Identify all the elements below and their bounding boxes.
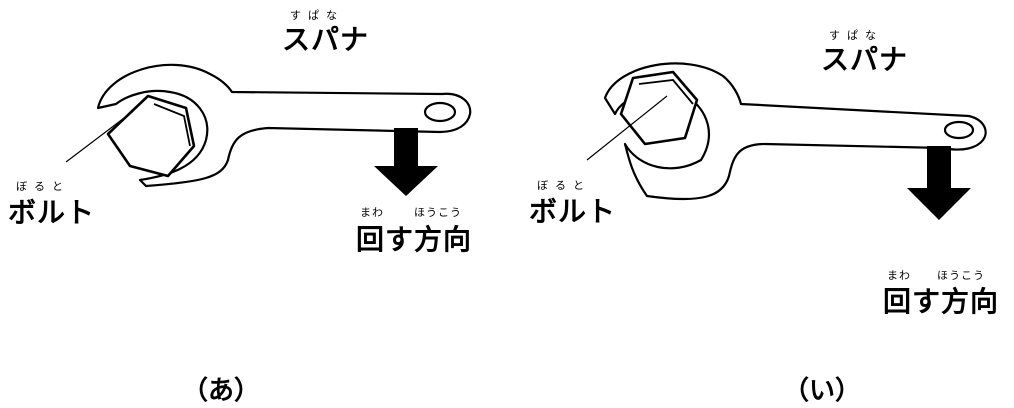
- direction-ruby-houkou: ほうこう: [414, 206, 462, 219]
- spanner-hole: [423, 101, 457, 123]
- spanner-hole: [943, 120, 975, 140]
- direction-label: 回す方向: [883, 285, 1000, 318]
- bolt-leader-line: [65, 111, 133, 163]
- bolt-leader-line: [586, 95, 668, 161]
- direction-label: 回す方向: [356, 223, 473, 256]
- diagram-a: [65, 63, 472, 196]
- bolt-hexagon: [106, 94, 196, 178]
- diagram-i: [586, 62, 987, 220]
- panel-label-i: （い）: [783, 376, 862, 406]
- bolt-label: ボルト: [529, 195, 617, 228]
- spanner-label: スパナ: [282, 23, 370, 56]
- rotation-arrow: [907, 146, 971, 220]
- spanner-outline: [603, 62, 987, 201]
- bolt-ruby: ぼると: [537, 179, 591, 192]
- bolt-ruby: ぼると: [16, 180, 70, 193]
- rotation-arrow: [374, 128, 438, 196]
- panel-label-a: （あ）: [182, 376, 261, 406]
- bolt-hexagon: [619, 70, 699, 146]
- panel-a: すぱな スパナ ぼると ボルト まわ ほうこう 回す方向 （あ）: [8, 9, 473, 406]
- spanner-label: スパナ: [821, 43, 909, 76]
- spanner-ruby: すぱな: [829, 29, 883, 42]
- spanner-ruby: すぱな: [290, 9, 344, 22]
- direction-ruby-houkou: ほうこう: [937, 269, 985, 282]
- direction-ruby-mawa: まわ: [887, 269, 911, 282]
- bolt-label: ボルト: [8, 196, 96, 229]
- direction-ruby-mawa: まわ: [360, 206, 384, 219]
- spanner-outline: [96, 63, 472, 188]
- panel-i: すぱな スパナ ぼると ボルト まわ ほうこう 回す方向 （い）: [507, 0, 1014, 408]
